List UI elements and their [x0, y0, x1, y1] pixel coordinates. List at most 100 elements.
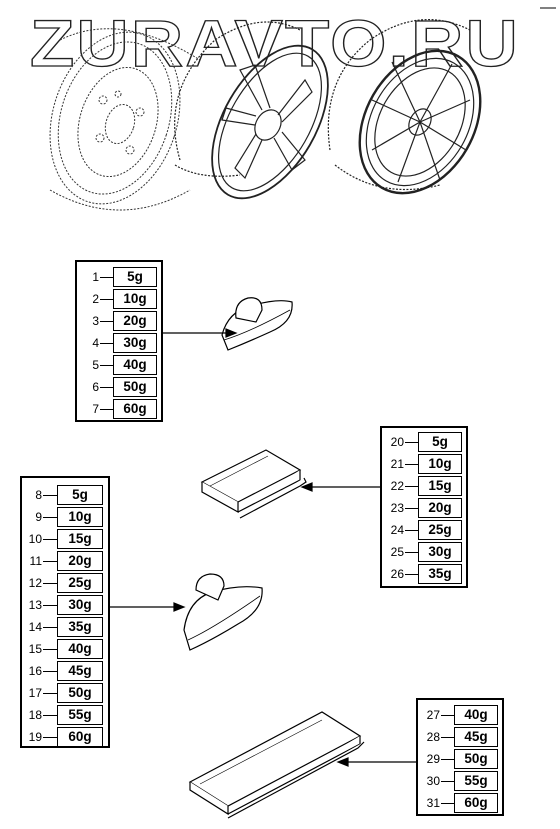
weight-value: 40g: [113, 355, 157, 375]
weight-row: 15 40g: [22, 638, 108, 660]
weight-value: 45g: [454, 727, 498, 747]
leader-line: [100, 277, 113, 278]
part-number: 25: [390, 545, 404, 559]
part-number: 14: [28, 620, 42, 634]
part-number: 15: [28, 642, 42, 656]
part-number: 6: [92, 380, 99, 394]
leader-line: [405, 464, 418, 465]
weight-value: 30g: [113, 333, 157, 353]
weight-value: 50g: [57, 683, 103, 703]
part-number: 13: [28, 598, 42, 612]
leader-line: [441, 715, 454, 716]
leader-line: [43, 605, 57, 606]
leader-line: [100, 299, 113, 300]
weight-row: 8 5g: [22, 484, 108, 506]
leader-line: [43, 693, 57, 694]
clip-on-weight-large-illustration: [183, 573, 263, 651]
alloy-wheel-multispoke-illustration: [327, 19, 482, 195]
part-number: 22: [390, 479, 404, 493]
weight-value: 45g: [57, 661, 103, 681]
weight-value: 40g: [57, 639, 103, 659]
weight-value: 50g: [454, 749, 498, 769]
leader-line: [441, 737, 454, 738]
weight-value: 55g: [454, 771, 498, 791]
weight-row: 25 30g: [382, 541, 466, 563]
weight-row: 24 25g: [382, 519, 466, 541]
part-number: 7: [92, 402, 99, 416]
leader-line: [43, 583, 57, 584]
leader-line: [441, 781, 454, 782]
part-number: 4: [92, 336, 99, 350]
leader-line: [441, 759, 454, 760]
part-number: 17: [28, 686, 42, 700]
leader-arrows: [110, 328, 416, 767]
weight-row: 27 40g: [418, 704, 502, 726]
weight-row: 29 50g: [418, 748, 502, 770]
weight-value: 50g: [113, 377, 157, 397]
weight-value: 30g: [57, 595, 103, 615]
leader-line: [43, 649, 57, 650]
weight-row: 17 50g: [22, 682, 108, 704]
weight-value: 25g: [418, 520, 462, 540]
part-number: 20: [390, 435, 404, 449]
leader-line: [43, 495, 57, 496]
part-number: 23: [390, 501, 404, 515]
weight-row: 11 20g: [22, 550, 108, 572]
weight-value: 60g: [57, 727, 103, 747]
weight-value: 60g: [454, 793, 498, 813]
weight-value: 60g: [113, 399, 157, 419]
part-number: 24: [390, 523, 404, 537]
leader-line: [405, 442, 418, 443]
weight-value: 20g: [418, 498, 462, 518]
weight-value: 55g: [57, 705, 103, 725]
leader-line: [405, 508, 418, 509]
weight-row: 4 30g: [77, 332, 161, 354]
watermark: ZURAVTO.RU: [30, 6, 520, 80]
weight-value: 20g: [113, 311, 157, 331]
weight-value: 20g: [57, 551, 103, 571]
leader-line: [43, 671, 57, 672]
part-number: 11: [29, 554, 42, 568]
weight-row: 22 15g: [382, 475, 466, 497]
weight-value: 10g: [418, 454, 462, 474]
weight-value: 25g: [57, 573, 103, 593]
leader-line: [100, 321, 113, 322]
part-number: 8: [35, 488, 42, 502]
adhesive-weight-strip-long-illustration: [188, 711, 365, 819]
part-number: 1: [92, 270, 99, 284]
adhesive-weight-strip-short-illustration: [200, 449, 307, 519]
weight-value: 40g: [454, 705, 498, 725]
part-number: 26: [390, 567, 404, 581]
weight-row: 13 30g: [22, 594, 108, 616]
part-number: 28: [426, 730, 440, 744]
leader-line: [405, 486, 418, 487]
leader-line: [100, 343, 113, 344]
weight-value: 15g: [418, 476, 462, 496]
weight-row: 28 45g: [418, 726, 502, 748]
leader-line: [405, 530, 418, 531]
weight-value: 5g: [57, 485, 103, 505]
leader-line: [43, 737, 57, 738]
weight-value: 10g: [113, 289, 157, 309]
part-number: 30: [426, 774, 440, 788]
weight-row: 30 55g: [418, 770, 502, 792]
part-number: 29: [426, 752, 440, 766]
weight-value: 30g: [418, 542, 462, 562]
part-number: 19: [28, 730, 42, 744]
part-number: 27: [426, 708, 440, 722]
leader-line: [405, 574, 418, 575]
weight-row: 6 50g: [77, 376, 161, 398]
leader-line: [43, 561, 57, 562]
part-number: 9: [35, 510, 42, 524]
leader-line: [405, 552, 418, 553]
